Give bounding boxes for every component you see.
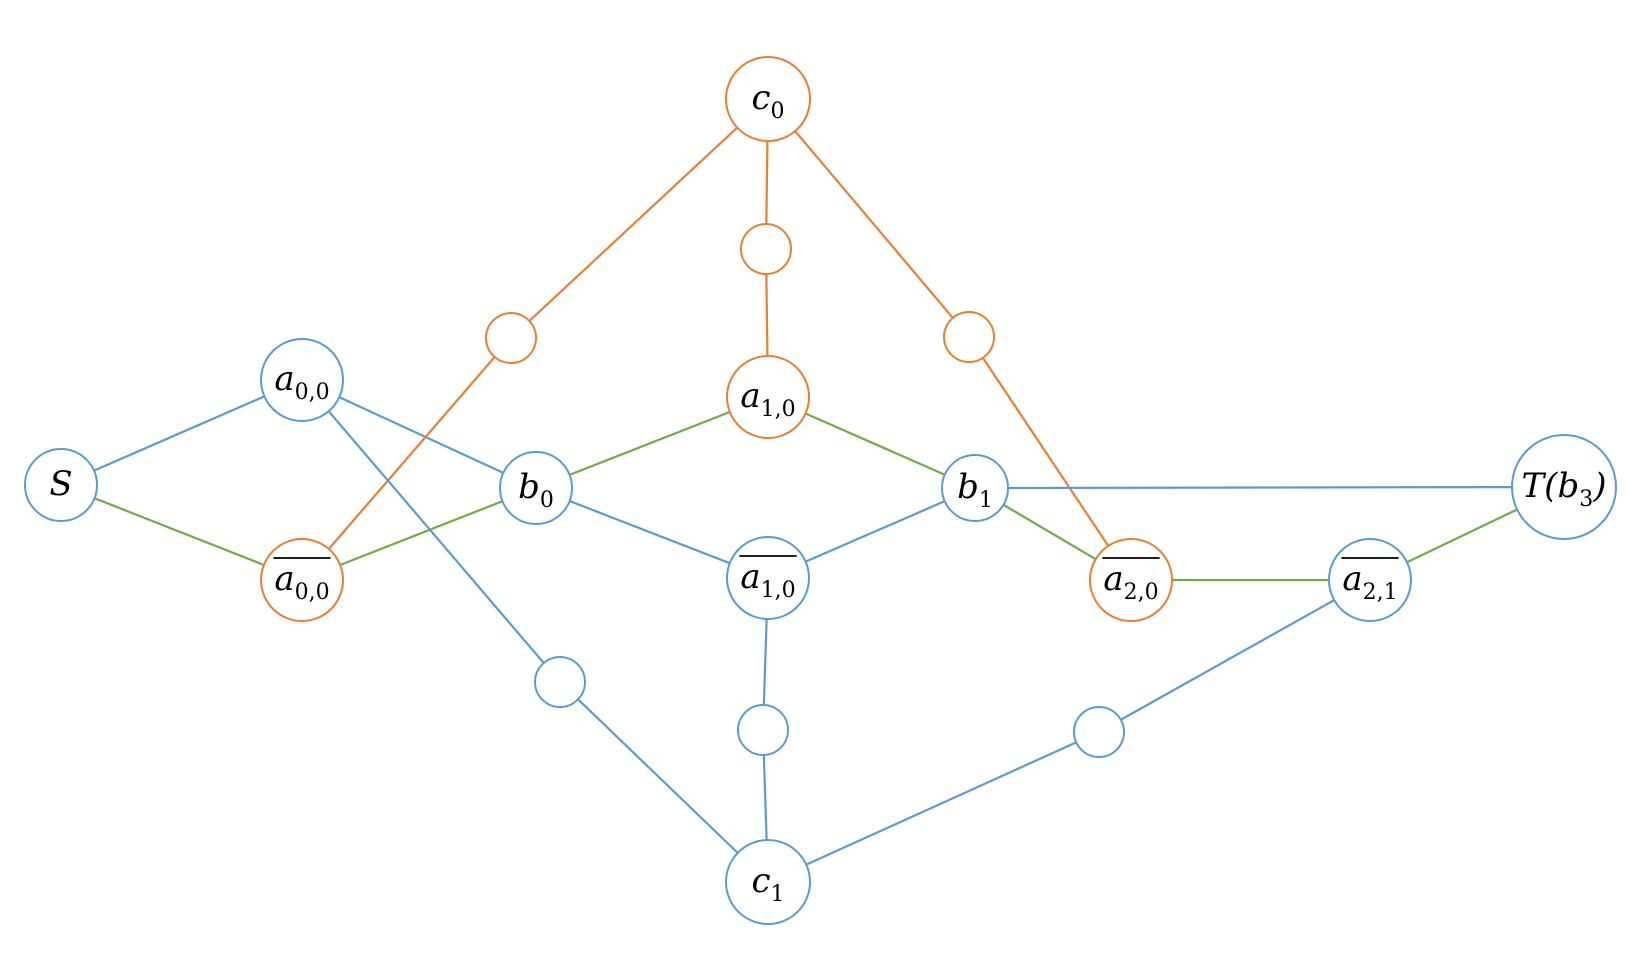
node-circle-b1	[941, 454, 1009, 522]
node-label-a20bar: a2,0	[1103, 559, 1158, 605]
node-label-a10: a1,0	[740, 376, 795, 422]
node-a10: a1,0	[726, 355, 810, 439]
edge-m4-c1	[576, 698, 739, 854]
node-label-b0: b0	[518, 467, 554, 513]
edge-a10bar-m5	[762, 617, 768, 707]
edge-m3-a20bar	[981, 356, 1110, 547]
edge-b0-a10bar	[568, 499, 731, 565]
edge-a00-m4	[327, 410, 545, 665]
edges-layer	[92, 126, 1519, 866]
nodes-layer: Sa0,0 a0,0 b0 c0 a1,0 a1,0 c1 b1 a2,0 a2,1 T(b3)	[24, 56, 1617, 925]
node-circle-S	[24, 448, 98, 522]
node-circle-m1	[485, 312, 537, 364]
edge-m6-a21bar	[1119, 598, 1336, 721]
node-label-a10bar: a1,0	[740, 557, 795, 603]
node-b1: b1	[941, 454, 1009, 522]
node-circle-c1	[725, 839, 811, 925]
node-a00bar: a0,0	[260, 538, 344, 622]
edge-b1-T	[1006, 485, 1514, 490]
edge-c1-m6	[805, 741, 1078, 866]
node-c0: c0	[725, 56, 811, 142]
node-label-b1: b1	[957, 467, 993, 513]
node-label-a21bar: a2,1	[1342, 559, 1397, 605]
node-circle-m5	[737, 704, 789, 756]
node-circle-a10bar	[726, 536, 810, 620]
node-a00: a0,0	[260, 338, 344, 422]
edge-S-a00	[92, 395, 266, 472]
edge-b0-a10	[568, 410, 731, 476]
edge-a21bar-T	[1405, 508, 1519, 564]
node-label-a00: a0,0	[274, 359, 329, 405]
node-a20bar: a2,0	[1089, 538, 1173, 622]
edge-a00bar-m1	[327, 355, 496, 551]
node-circle-a00	[260, 338, 344, 422]
node-circle-a20bar	[1089, 538, 1173, 622]
node-T: T(b3)	[1511, 434, 1617, 540]
node-circle-a10	[726, 355, 810, 439]
edge-b1-a20bar	[1002, 503, 1097, 561]
edge-a00bar-b0	[339, 500, 504, 567]
node-circle-c0	[725, 56, 811, 142]
edge-c0-m2	[765, 139, 769, 226]
edge-m2-a10	[765, 272, 769, 358]
node-circle-a21bar	[1328, 538, 1412, 622]
edge-a10-b1	[804, 412, 946, 476]
node-label-S: S	[49, 464, 72, 504]
node-circle-m3	[943, 311, 995, 363]
node-m1	[485, 312, 537, 364]
node-m5	[737, 704, 789, 756]
node-label-T: T(b3)	[1522, 466, 1607, 512]
node-label-c0: c0	[751, 78, 784, 124]
node-m6	[1073, 706, 1125, 758]
node-a10bar: a1,0	[726, 536, 810, 620]
edge-c0-m3	[793, 129, 954, 320]
node-circle-m2	[740, 223, 792, 275]
node-b0: b0	[499, 451, 573, 525]
node-a21bar: a2,1	[1328, 538, 1412, 622]
edge-m1-c0	[528, 126, 739, 323]
node-label-a00bar: a0,0	[274, 559, 329, 605]
edge-a00-b0	[338, 396, 505, 475]
node-circle-m6	[1073, 706, 1125, 758]
node-circle-b0	[499, 451, 573, 525]
node-m2	[740, 223, 792, 275]
edge-S-a00bar	[93, 497, 265, 567]
node-circle-a00bar	[260, 538, 344, 622]
node-m3	[943, 311, 995, 363]
node-circle-m4	[534, 656, 586, 708]
node-m4	[534, 656, 586, 708]
edge-m5-c1	[762, 753, 768, 842]
node-circle-T	[1511, 434, 1617, 540]
edge-a10bar-b1	[804, 500, 946, 563]
node-label-c1: c1	[751, 861, 784, 907]
node-S: S	[24, 448, 98, 522]
node-c1: c1	[725, 839, 811, 925]
